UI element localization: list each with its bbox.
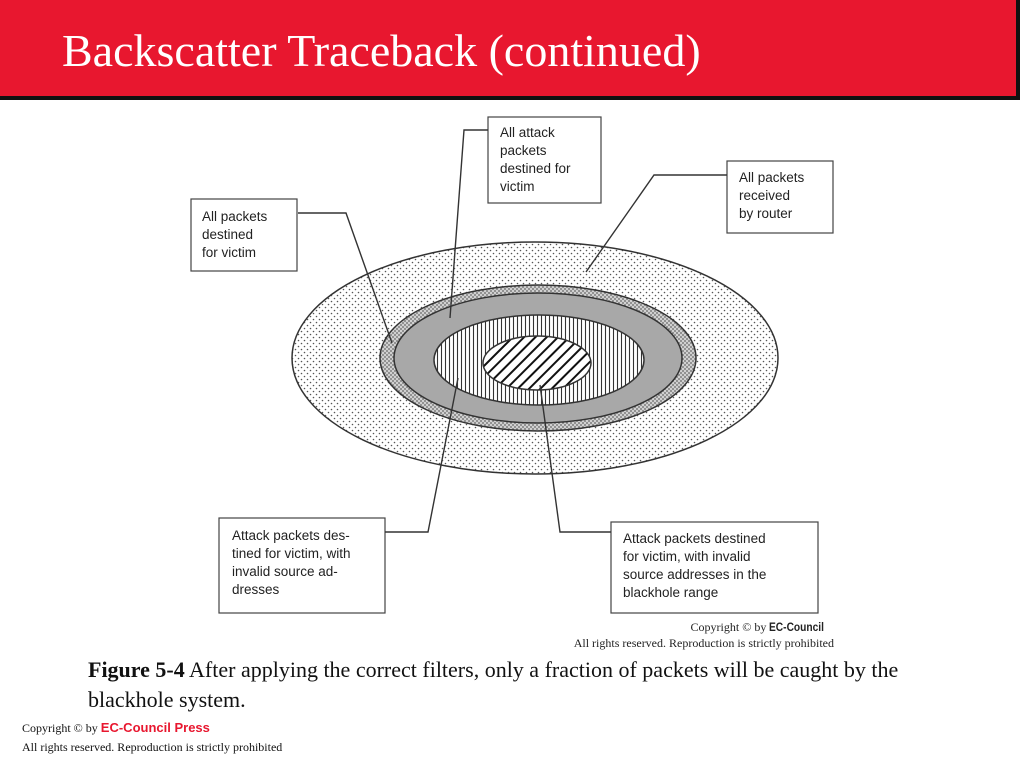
label-line: source addresses in the [623,567,766,582]
label-line: for victim [202,245,256,260]
label-box-all-attack-packets: All attack packets destined for victim [487,116,602,204]
leader-line-all-packets-victim [298,212,393,344]
ec-council-press-brand: EC-Council Press [100,720,210,735]
label-line: All attack [500,125,555,140]
label-line: victim [500,179,535,194]
label-box-attack-invalid: Attack packets des- tined for victim, wi… [218,517,386,614]
leader-line-attack-invalid [385,377,459,533]
copyright-prefix: Copyright © by [690,620,770,634]
leader-line-attack-blackhole [539,384,611,533]
label-box-all-packets-router: All packets received by router [726,160,834,234]
label-box-all-packets-victim: All packets destined for victim [190,198,298,272]
footer-prefix: Copyright © by [22,721,101,735]
figure-label: Figure 5-4 [88,657,185,682]
figure-copyright: Copyright © by EC-Council All rights res… [574,619,834,651]
label-line: tined for victim, with [232,546,351,561]
ring-blackhole-range [482,335,592,391]
copyright-rights: All rights reserved. Reproduction is str… [573,636,834,650]
title-bar: Backscatter Traceback (continued) [0,0,1020,100]
label-line: for victim, with invalid [623,549,751,564]
leader-line-all-packets-router [585,174,727,273]
label-line: Attack packets destined [623,531,766,546]
slide-copyright: Copyright © by EC-Council Press All righ… [22,718,282,757]
figure-text: After applying the correct filters, only… [88,657,899,712]
label-line: destined [202,227,253,242]
slide-title: Backscatter Traceback (continued) [62,25,701,76]
label-line: Attack packets des- [232,528,350,543]
label-line: received [739,188,790,203]
label-line: destined for [500,161,571,176]
leader-line-all-attack-packets [449,129,488,319]
ec-council-brand: EC-Council [769,620,825,634]
label-box-attack-blackhole: Attack packets destined for victim, with… [610,521,819,614]
footer-rights: All rights reserved. Reproduction is str… [22,740,283,754]
label-line: by router [739,206,793,221]
figure-caption: Figure 5-4 After applying the correct fi… [88,655,948,715]
label-line: blackhole range [623,585,718,600]
label-line: All packets [202,209,268,224]
label-line: All packets [739,170,805,185]
label-line: dresses [232,582,280,597]
label-line: packets [500,143,547,158]
label-line: invalid source ad- [232,564,338,579]
